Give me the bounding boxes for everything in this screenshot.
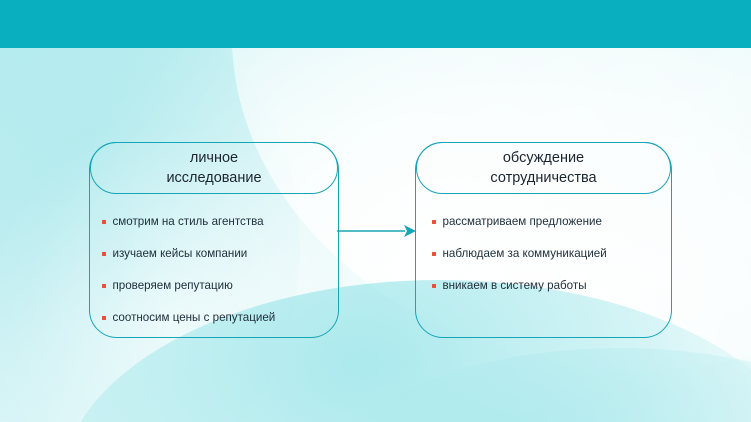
bullet-dot-icon — [432, 220, 436, 224]
list-item: соотносим цены с репутацией — [102, 310, 330, 325]
bullet-dot-icon — [432, 284, 436, 288]
list-item: вникаем в систему работы — [432, 278, 664, 293]
list-item-label: проверяем репутацию — [112, 279, 233, 292]
flow-box-title-personal-research: личное исследование — [166, 150, 262, 186]
flow-box-title-cooperation-discussion: обсуждение сотрудничества — [490, 150, 597, 186]
bullet-dot-icon — [102, 284, 106, 288]
arrow-right-icon — [337, 225, 416, 237]
bullet-dot-icon — [102, 220, 106, 224]
list-item-label: вникаем в систему работы — [442, 279, 587, 292]
list-item: изучаем кейсы компании — [102, 246, 330, 261]
bullet-dot-icon — [102, 252, 106, 256]
list-item: проверяем репутацию — [102, 278, 330, 293]
header-band — [0, 0, 751, 48]
slide-background — [0, 48, 751, 422]
bullet-dot-icon — [432, 252, 436, 256]
flow-box-title-cap-personal-research: личное исследование — [90, 142, 338, 194]
list-item: рассматриваем предложение — [432, 214, 664, 229]
list-item-label: соотносим цены с репутацией — [112, 311, 276, 324]
list-item-label: наблюдаем за коммуникацией — [442, 247, 607, 260]
bullet-list-cooperation-discussion: рассматриваем предложение наблюдаем за к… — [432, 214, 664, 310]
list-item-label: смотрим на стиль агентства — [112, 215, 264, 228]
flow-box-title-cap-cooperation-discussion: обсуждение сотрудничества — [416, 142, 671, 194]
bullet-dot-icon — [102, 316, 106, 320]
list-item-label: рассматриваем предложение — [442, 215, 602, 228]
list-item: наблюдаем за коммуникацией — [432, 246, 664, 261]
bullet-list-personal-research: смотрим на стиль агентства изучаем кейсы… — [102, 214, 330, 342]
list-item-label: изучаем кейсы компании — [112, 247, 248, 260]
list-item: смотрим на стиль агентства — [102, 214, 330, 229]
